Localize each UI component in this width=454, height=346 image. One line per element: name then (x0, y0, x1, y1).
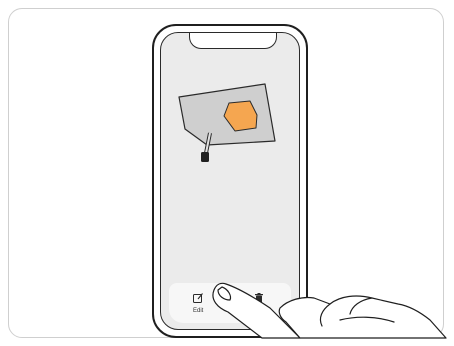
edit-button[interactable]: Edit (192, 292, 204, 314)
part-plug (201, 152, 209, 162)
bottom-toolbar: Edit Delete (169, 283, 291, 323)
edit-label: Edit (193, 308, 203, 314)
delete-label: Delete (250, 308, 267, 314)
edit-icon (192, 292, 204, 304)
trash-icon (253, 292, 265, 304)
phone-screen: Edit Delete (160, 32, 300, 330)
phone-device: Edit Delete (152, 24, 308, 338)
delete-button[interactable]: Delete (250, 292, 267, 314)
